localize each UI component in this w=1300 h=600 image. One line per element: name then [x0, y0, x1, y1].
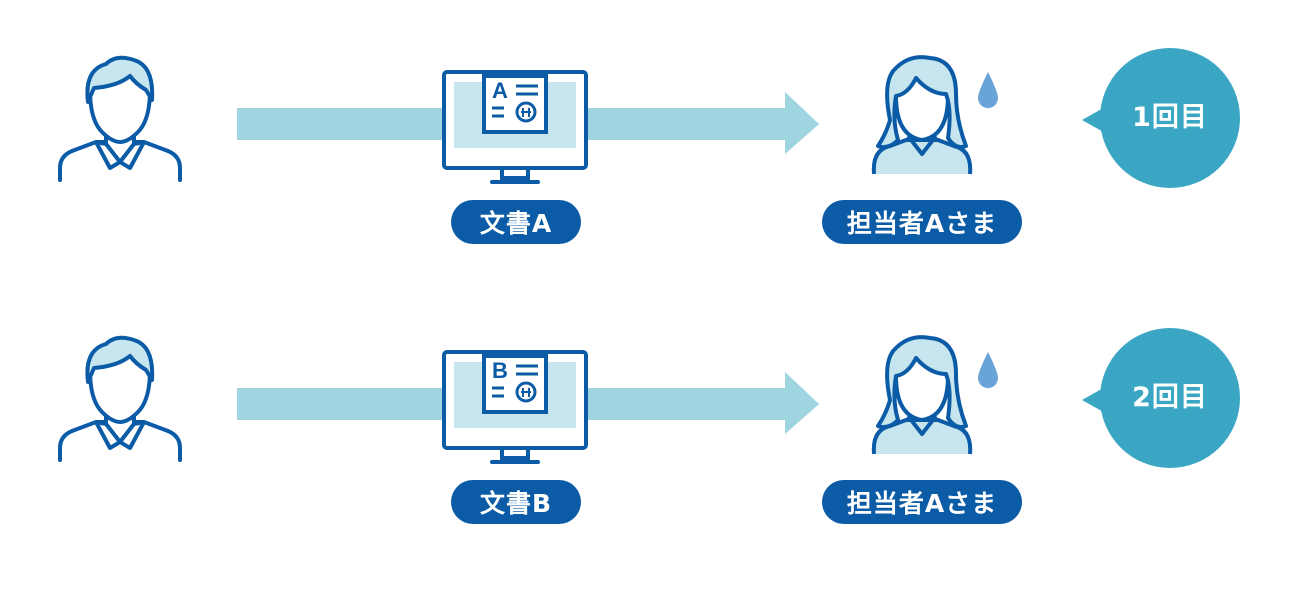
- document-letter: B: [492, 358, 508, 383]
- man-user-icon: [50, 50, 190, 190]
- document-label: 文書B: [451, 480, 581, 524]
- count-label: 2回目: [1132, 381, 1208, 413]
- count-bubble: [1080, 46, 1244, 190]
- delivery-row-1: A 文書A 担当者Aさま 1回目: [0, 40, 1300, 280]
- monitor-document-icon: [442, 70, 588, 188]
- document-letter: A: [492, 78, 508, 103]
- recipient-label: 担当者Aさま: [822, 480, 1022, 524]
- man-user-icon: [50, 330, 190, 470]
- sweat-drop-icon: [976, 70, 1000, 110]
- monitor-document-icon: [442, 350, 588, 468]
- document-label: 文書A: [451, 200, 581, 244]
- count-bubble: [1080, 326, 1244, 470]
- count-label: 1回目: [1132, 101, 1208, 133]
- recipient-label: 担当者Aさま: [822, 200, 1022, 244]
- sweat-drop-icon: [976, 350, 1000, 390]
- delivery-row-2: B 文書B 担当者Aさま 2回目: [0, 320, 1300, 560]
- woman-user-icon: [860, 330, 984, 460]
- woman-user-icon: [860, 50, 984, 180]
